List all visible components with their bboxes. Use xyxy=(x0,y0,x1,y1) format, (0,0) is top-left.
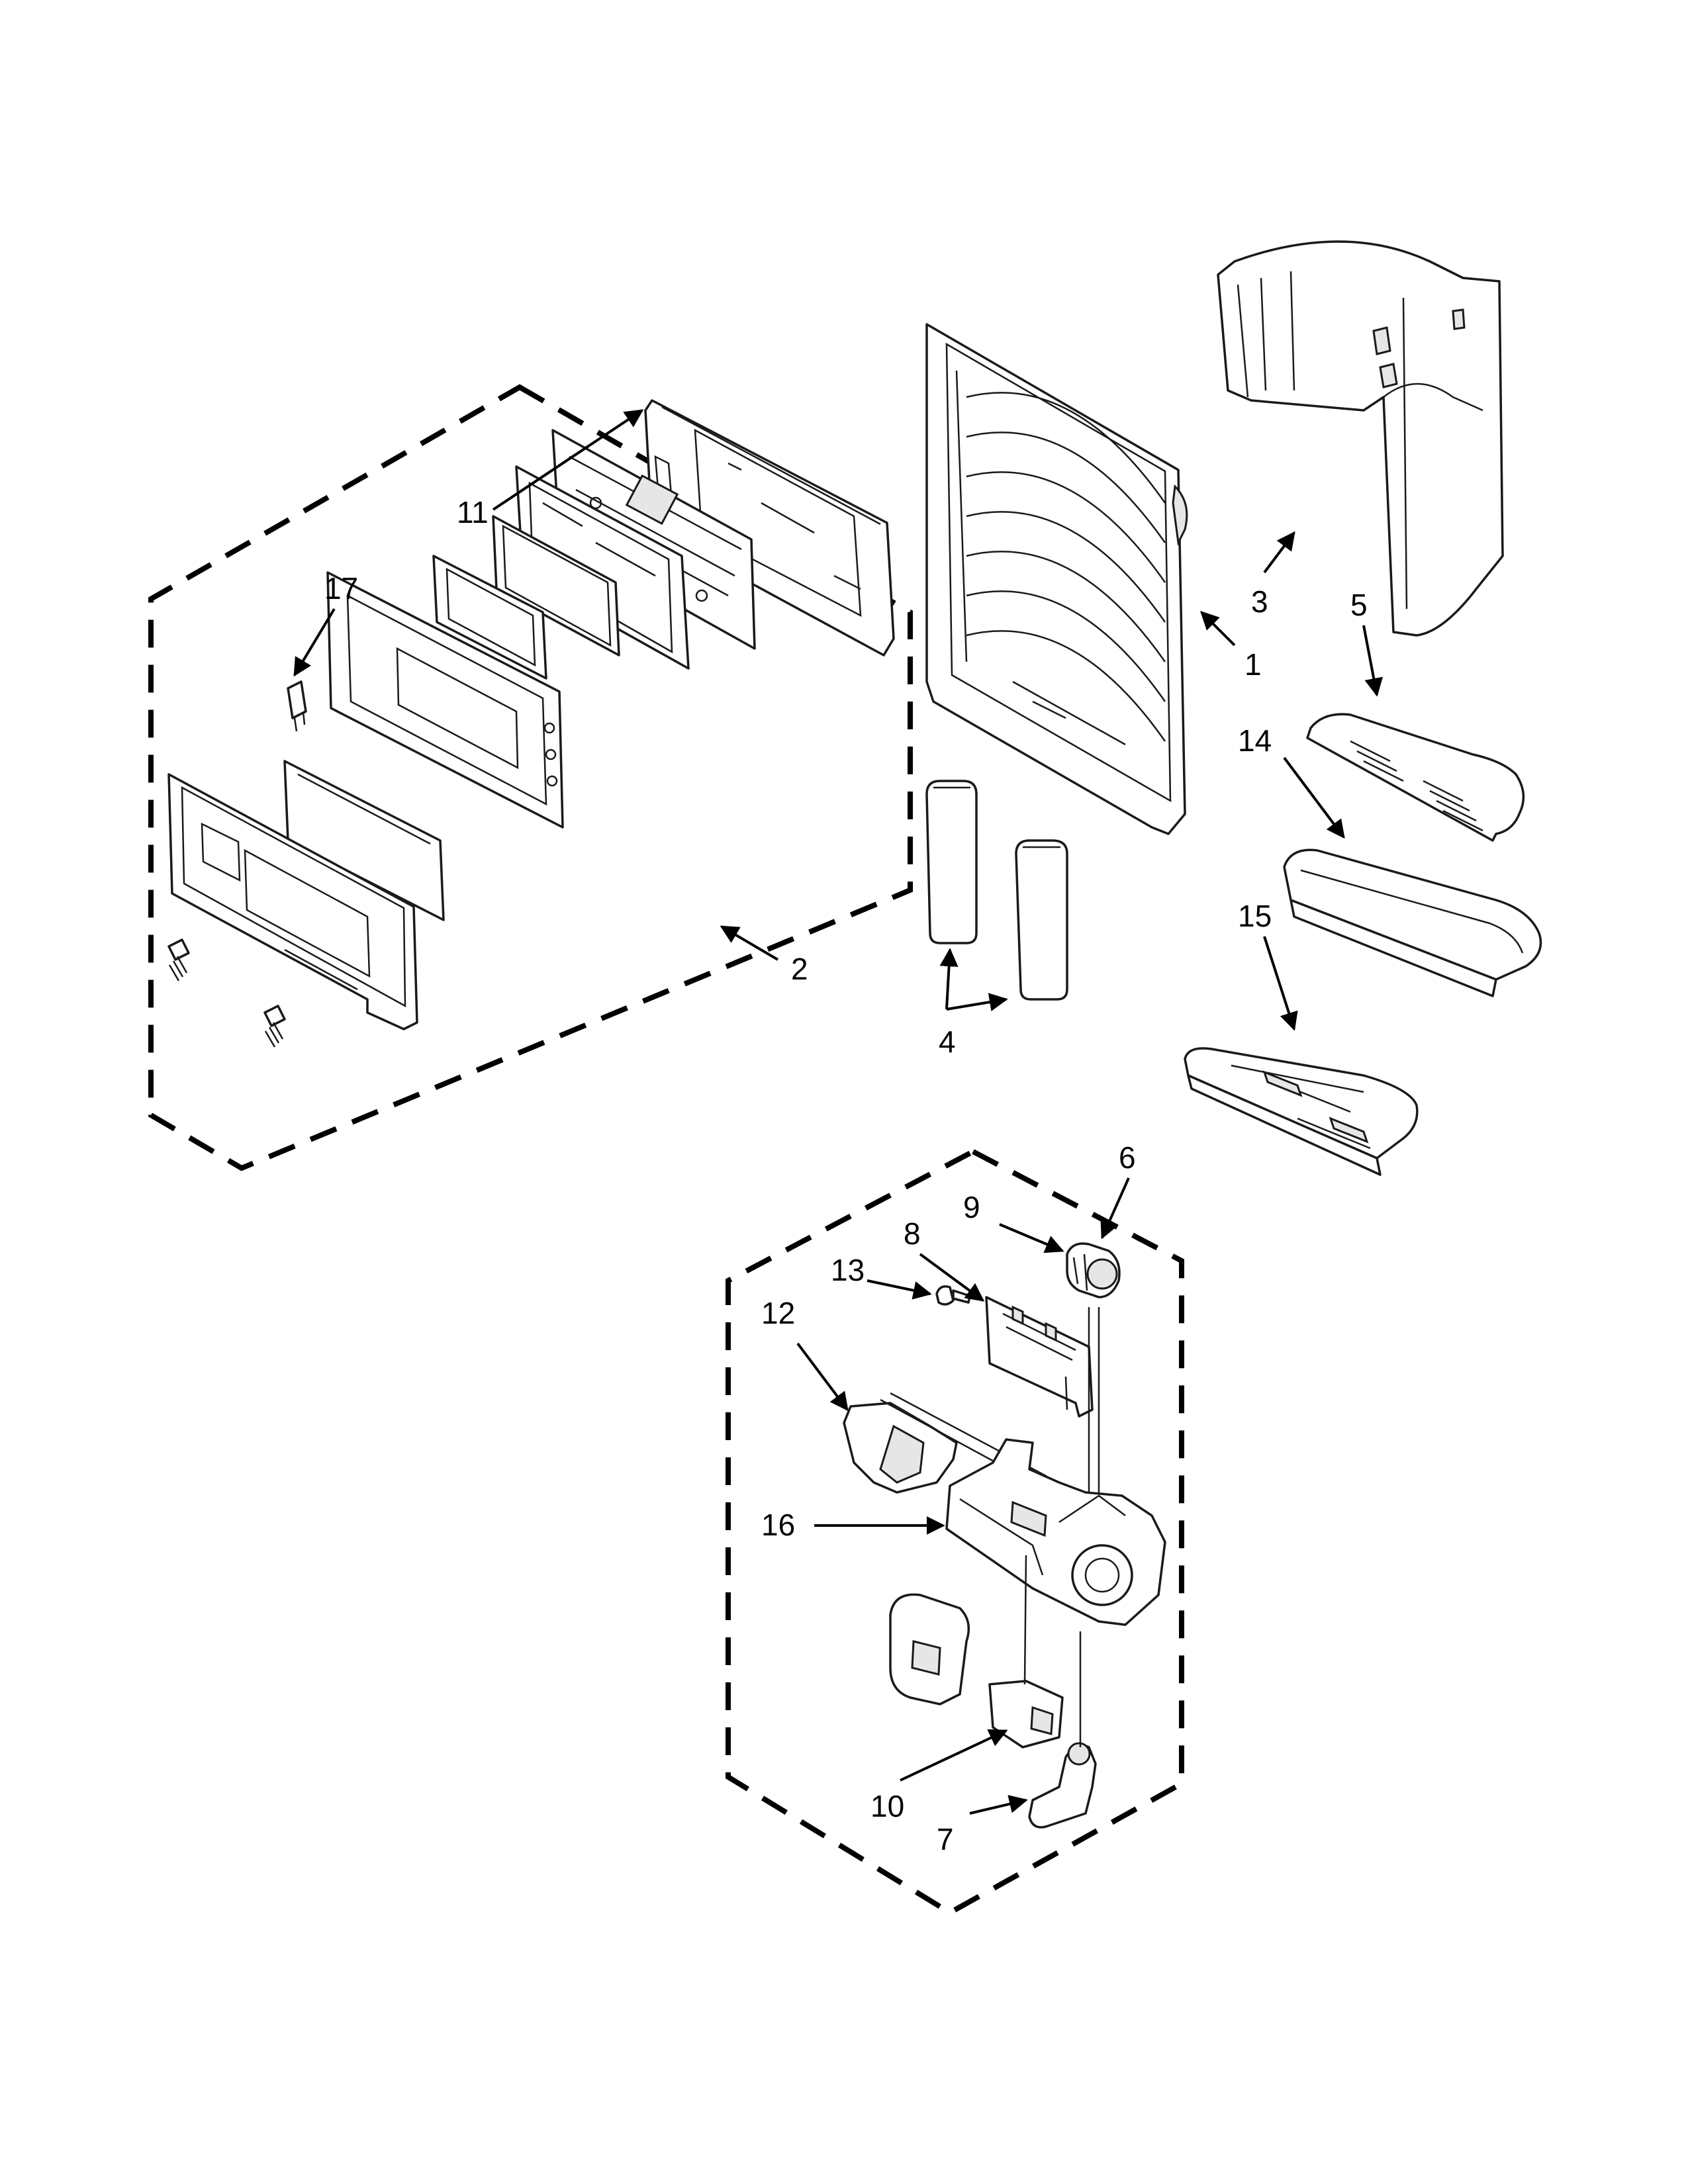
callout-17: 17 xyxy=(324,571,358,606)
assembly-boundary-6 xyxy=(726,1148,1184,1916)
callout-4: 4 xyxy=(939,1024,956,1059)
part-13-pin xyxy=(935,1285,971,1306)
callout-8: 8 xyxy=(904,1216,921,1251)
part-7-elbow-fitting xyxy=(1028,1631,1097,1829)
callout-15: 15 xyxy=(1238,899,1272,933)
callout-2: 2 xyxy=(791,952,808,986)
part-9-knob xyxy=(1066,1242,1121,1298)
callout-9: 9 xyxy=(963,1190,980,1224)
part-11-housing xyxy=(644,399,895,657)
callout-11: 11 xyxy=(457,495,489,529)
callout-6: 6 xyxy=(1119,1140,1136,1175)
part-14-drip-tray xyxy=(1283,848,1542,997)
leader-14 xyxy=(1283,756,1345,839)
callout-3: 3 xyxy=(1251,584,1268,619)
front-control-panel xyxy=(167,773,418,1030)
part-1-dispenser-housing xyxy=(925,323,1188,835)
flapper-door xyxy=(889,1593,970,1706)
part-3-shroud xyxy=(1217,240,1504,637)
leader-4-left xyxy=(939,948,959,1010)
part-8-lever-bracket xyxy=(985,1296,1094,1418)
part-4-paddle-left xyxy=(925,780,978,944)
screw-right xyxy=(263,1005,286,1048)
display-window xyxy=(432,555,547,680)
leader-9 xyxy=(999,1223,1064,1253)
part-4-paddle-right xyxy=(1015,839,1068,1001)
leader-11 xyxy=(492,409,644,511)
callout-13: 13 xyxy=(831,1253,865,1287)
part-5-drip-grille xyxy=(1306,713,1525,842)
leader-12 xyxy=(796,1342,849,1412)
callout-5: 5 xyxy=(1350,588,1368,622)
part-15-tray-base xyxy=(1184,1047,1419,1176)
part-16-dispenser-base xyxy=(945,1438,1166,1626)
leader-10 xyxy=(900,1729,1008,1782)
leader-5 xyxy=(1362,625,1383,697)
leader-2 xyxy=(720,925,779,961)
callout-labels: 11 17 2 1 3 5 14 15 4 6 9 8 13 12 16 10 … xyxy=(324,495,1368,1856)
bezel-frame xyxy=(326,571,564,829)
leader-7 xyxy=(969,1795,1028,1815)
callout-7: 7 xyxy=(937,1822,954,1856)
callout-10: 10 xyxy=(870,1789,904,1823)
callout-16: 16 xyxy=(761,1508,795,1542)
leader-8 xyxy=(919,1253,985,1302)
leader-lines xyxy=(293,409,1383,1815)
leader-6 xyxy=(1100,1177,1130,1240)
callout-1: 1 xyxy=(1244,647,1262,682)
leader-13 xyxy=(867,1279,932,1300)
part-17-clip xyxy=(287,680,307,732)
assembly-boundary-2 xyxy=(148,384,913,1171)
display-panel xyxy=(492,515,620,657)
screw-left xyxy=(167,938,190,981)
callout-14: 14 xyxy=(1238,723,1272,758)
leader-1 xyxy=(1200,611,1236,647)
mounting-bracket xyxy=(283,760,445,921)
leader-17 xyxy=(293,608,336,677)
leader-3 xyxy=(1263,531,1295,574)
callout-12: 12 xyxy=(761,1296,795,1330)
leader-4-right xyxy=(946,993,1008,1011)
leader-15 xyxy=(1263,936,1298,1031)
